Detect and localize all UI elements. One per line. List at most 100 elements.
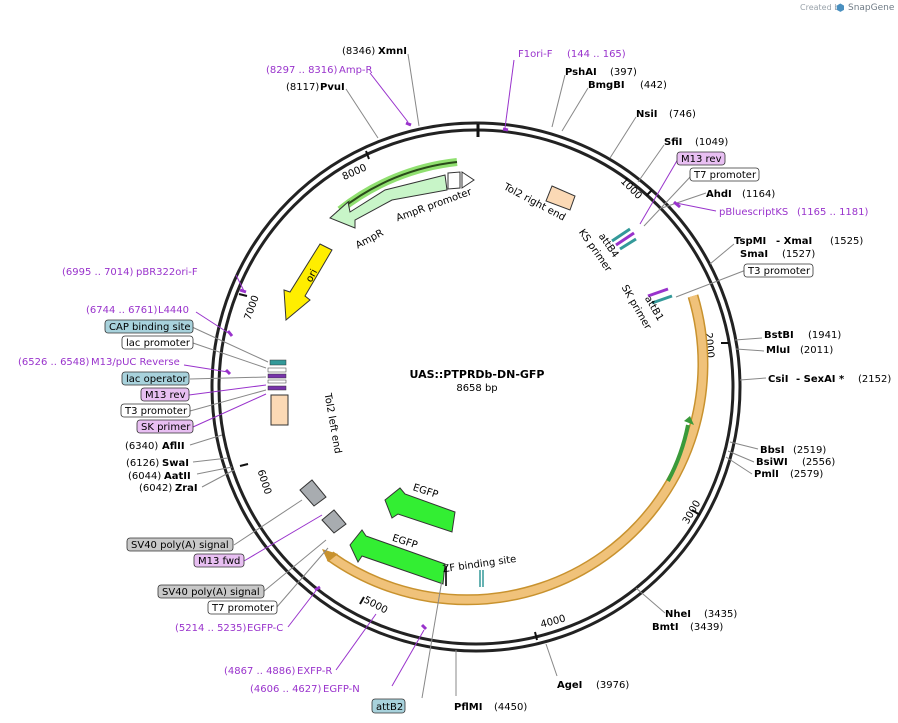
bsiwi-label: BsiWI <box>756 457 788 468</box>
tick-1000 <box>645 189 653 197</box>
m13puc-range: (6526 .. 6548) <box>18 357 90 368</box>
nhei-label: NheI <box>665 609 691 620</box>
t3-left-box <box>120 403 191 418</box>
ahdi-label: AhdI <box>706 189 732 200</box>
m13puc-leader <box>183 364 229 373</box>
cluster-bar-1 <box>269 359 287 366</box>
tspmi-leader <box>709 243 735 265</box>
csii-pos: (2152) <box>858 374 891 385</box>
m13rev-top-leader <box>639 158 679 225</box>
attb4-bar <box>611 227 631 243</box>
t3-left-label: T3 promoter <box>124 406 188 417</box>
tick-3000 <box>691 509 701 516</box>
t3-right-label: T3 promoter <box>747 266 811 277</box>
attb4-bar-2 <box>619 237 637 251</box>
pflmi-pos: (4450) <box>494 702 527 713</box>
left-cluster <box>267 359 287 391</box>
green-fragment-head <box>684 416 694 425</box>
ampr-primer-leader <box>369 72 409 123</box>
attb4-marker <box>611 227 637 251</box>
egfpn-range: (4606 .. 4627) <box>250 684 322 695</box>
m13rev-left-box <box>140 387 190 402</box>
bmti-pos: (3439) <box>690 622 723 633</box>
ahdi-leader <box>661 192 707 209</box>
bmti-label: BmtI <box>652 622 679 633</box>
ks-primer-bar <box>615 231 635 247</box>
pbluescript-range: (1165 .. 1181) <box>797 207 869 218</box>
sv40-2-label: SV40 poly(A) signal <box>162 587 260 598</box>
exfpr-label: EXFP-R <box>297 666 332 677</box>
l4440-mark <box>226 330 234 337</box>
sv40-1-leader <box>233 499 303 546</box>
plasmid-name: UAS::PTPRDb-DN-GFP <box>409 368 544 381</box>
ampr-arrow <box>329 174 448 229</box>
egfpc-leader <box>287 587 319 628</box>
pshai-leader <box>551 74 566 128</box>
lacprom-label: lac promoter <box>126 338 191 349</box>
egfpn-mark <box>420 623 428 631</box>
ampr-primer-range: (8297 .. 8316) <box>266 65 338 76</box>
lacop-box <box>121 371 190 386</box>
csii-leader <box>739 377 767 381</box>
snapgene-logo-icon: ⬢ <box>836 3 845 14</box>
aatii-pos: (6044) <box>128 471 161 482</box>
xmni-pos: (8346) <box>342 46 375 57</box>
cluster-bar-3 <box>267 373 287 379</box>
lacop-leader <box>189 376 267 380</box>
t7-bottom-label: T7 promoter <box>211 603 275 614</box>
cluster-bar-4 <box>267 379 287 384</box>
attb2-box <box>371 698 406 714</box>
egfp-arrow-2 <box>349 529 446 585</box>
green-fragment-arrow <box>666 424 690 482</box>
brand-name: SnapGene <box>848 3 895 13</box>
sv40-1-label: SV40 poly(A) signal <box>131 540 229 551</box>
l4440-label: L4440 <box>158 305 189 316</box>
f1ori-leader <box>504 59 515 129</box>
egfpc-range: (5214 .. 5235) <box>175 623 247 634</box>
agei-pos: (3976) <box>596 680 629 691</box>
pshai-label: PshAI <box>565 67 597 78</box>
m13fwd-leader <box>243 514 323 562</box>
pbluescript-label: pBluescriptKS <box>719 207 788 218</box>
lacprom-leader <box>192 342 267 369</box>
attb2-leader <box>421 579 443 699</box>
attb2-label: attB2 <box>376 702 403 713</box>
tick-8000 <box>365 150 370 160</box>
sk-left-box <box>136 419 194 434</box>
pbluescript-mark <box>673 200 681 209</box>
sk-primer-bar <box>647 287 669 298</box>
bmgbi-leader <box>561 87 589 132</box>
nsii-leader <box>609 116 637 159</box>
tol2-right-end-box <box>545 185 576 211</box>
sk-left-leader <box>192 393 267 428</box>
egfpc-mark <box>314 585 321 592</box>
ampr-primer-label: Amp-R <box>339 65 373 76</box>
zrai-leader <box>201 469 235 488</box>
sv40-1-box <box>126 537 234 552</box>
xmni-leader <box>407 53 420 127</box>
ampr-promoter-arrow <box>461 171 475 189</box>
cluster-bar-5 <box>267 385 287 391</box>
plasmid-size: 8658 bp <box>456 383 497 394</box>
bstbi-label: BstBI <box>764 330 794 341</box>
t7-top-box <box>689 167 760 182</box>
agei-leader <box>545 643 558 677</box>
pbluescript-leader <box>675 202 717 212</box>
aflii-pos: (6340) <box>125 441 158 452</box>
tick-label-6000: 6000 <box>255 468 273 496</box>
pbr322-mark <box>239 288 247 294</box>
m13fwd-label: M13 fwd <box>198 556 240 567</box>
tol2-left-end-box <box>270 394 289 426</box>
exfpr-range: (4867 .. 4886) <box>224 666 296 677</box>
egfp-arrow-1 <box>384 487 456 533</box>
lacprom-box <box>121 335 194 350</box>
bmgbi-pos: (442) <box>640 80 667 91</box>
pbr322-range: (6995 .. 7014) <box>62 267 134 278</box>
ori-arrow <box>283 243 333 322</box>
tick-4000 <box>534 631 538 641</box>
agei-label: AgeI <box>557 680 582 691</box>
bsiwi-pos: (2556) <box>802 457 835 468</box>
t7-bottom-leader <box>275 547 329 609</box>
aatii-leader <box>196 466 233 475</box>
